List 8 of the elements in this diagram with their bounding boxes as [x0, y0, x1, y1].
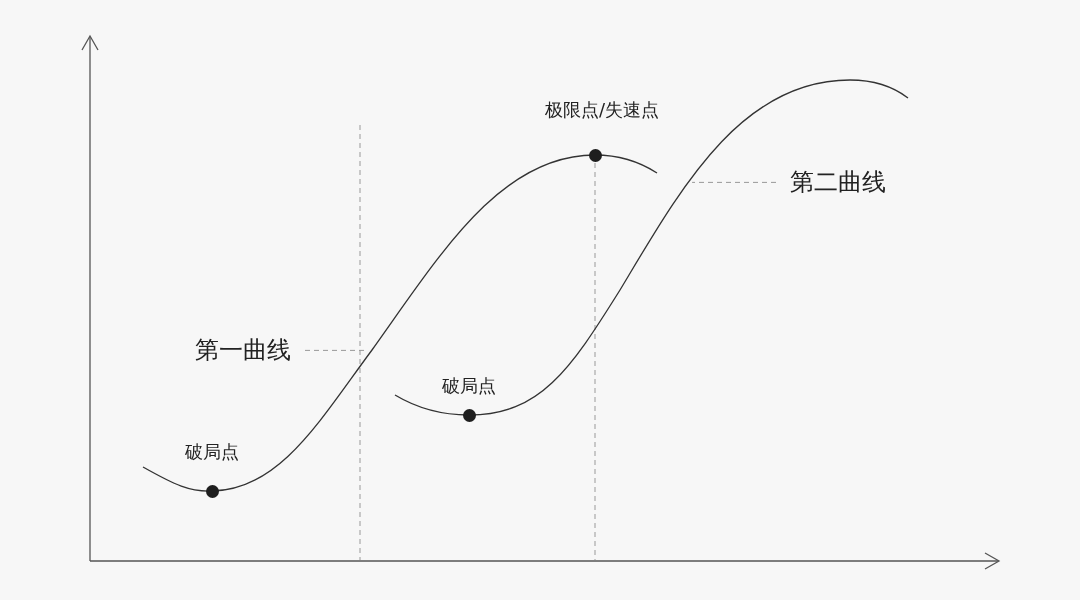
curve-label: 第二曲线: [790, 168, 886, 197]
leader-line: [691, 181, 777, 183]
point-label: 破局点: [442, 375, 496, 397]
point-label: 极限点/失速点: [545, 99, 660, 121]
growth-curve: [394, 79, 909, 416]
point-label: 破局点: [185, 441, 239, 463]
curve-label: 第一曲线: [195, 336, 291, 365]
growth-curve: [142, 154, 658, 492]
